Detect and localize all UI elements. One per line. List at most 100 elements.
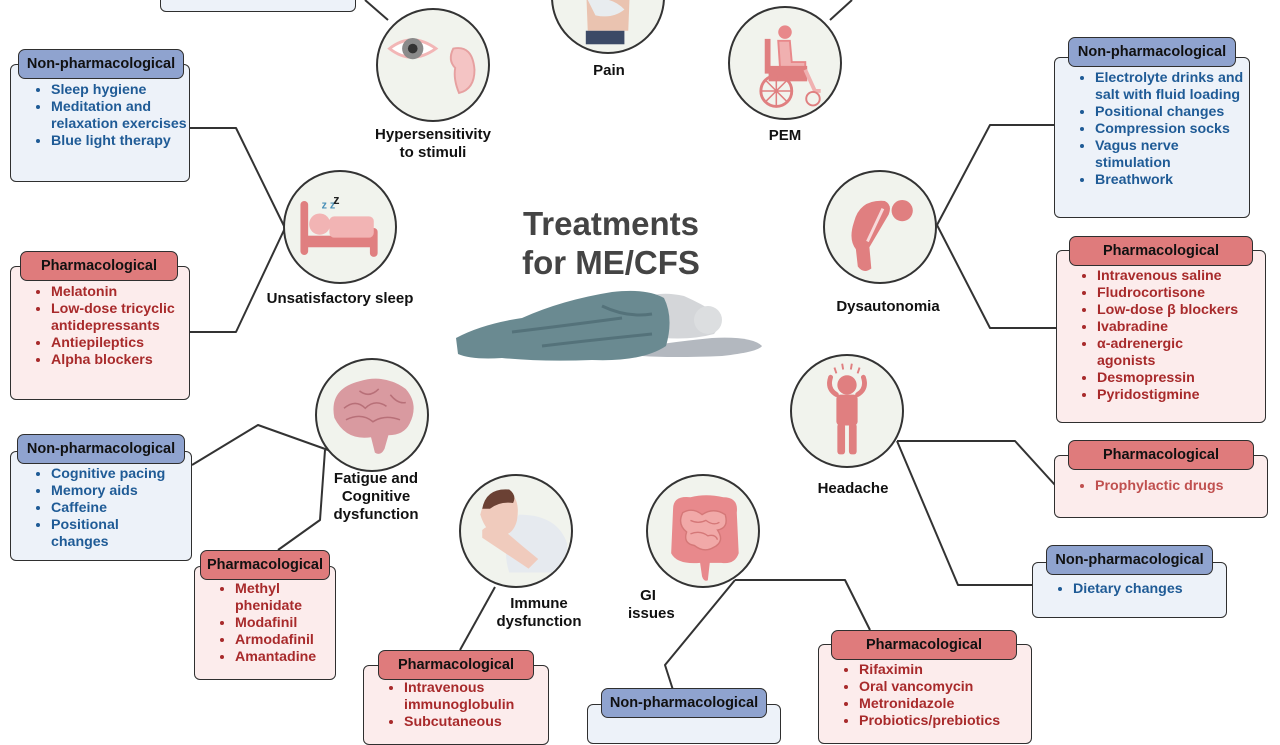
pain-label: Pain — [593, 62, 625, 79]
title-line-2: for ME/CFS — [522, 244, 700, 281]
sleep-pharm-list: Melatonin Low-dose tricyclic antidepress… — [19, 284, 211, 369]
fatigue-pharm-box: Methyl phenidate Modafinil Armodafinil A… — [194, 566, 336, 680]
immune-pharm-list: Intravenous immunoglobulin Subcutaneous — [372, 680, 554, 731]
list-item: Prophylactic drugs — [1095, 478, 1275, 495]
connector-top-box-hypersensitivity — [364, 0, 389, 21]
list-item: Meditation and relaxation exercises — [51, 99, 211, 133]
list-item: Probiotics/prebiotics — [859, 713, 1049, 730]
list-item: Methyl phenidate — [235, 581, 305, 615]
list-item: Vagus nerve stimulation — [1095, 138, 1205, 172]
dys-nonpharm-header: Non-pharmacological — [1068, 37, 1236, 67]
list-item: Dietary changes — [1073, 581, 1243, 598]
list-item: α-adrenergic agonists — [1097, 336, 1207, 370]
gi-pharm-header: Pharmacological — [831, 630, 1017, 660]
top-left-partial-box — [160, 0, 356, 12]
connector-sleep-non — [190, 127, 286, 229]
page-title: Treatments for ME/CFS — [480, 204, 742, 282]
list-item: Compression socks — [1095, 121, 1265, 138]
gi-label: GI issues — [628, 587, 675, 623]
dys-nonpharm-box: Electrolyte drinks and salt with fluid l… — [1054, 57, 1250, 218]
label-line: GI — [640, 587, 656, 604]
dysautonomia-node — [823, 170, 937, 284]
fatigue-nonpharm-header: Non-pharmacological — [17, 434, 185, 464]
gi-nonpharm-header: Non-pharmacological — [601, 688, 767, 718]
list-item: Oral vancomycin — [859, 679, 1049, 696]
connector-gi-pharm — [735, 579, 871, 631]
list-item: Low-dose β blockers — [1097, 302, 1277, 319]
head-pharm-list: Prophylactic drugs — [1063, 478, 1275, 495]
list-item: Positional changes — [1095, 104, 1265, 121]
label-line: Fatigue and — [333, 470, 419, 487]
sleeping-bed-icon: z z z — [300, 193, 378, 257]
connector-head-non — [896, 440, 1032, 586]
label-line: dysfunction — [496, 613, 582, 630]
list-item: Memory aids — [51, 483, 211, 500]
pem-node — [728, 6, 842, 120]
connector-dys-pharm — [936, 224, 1057, 329]
brain-icon — [333, 378, 414, 454]
sleep-node: z z z — [283, 170, 397, 284]
hypersensitivity-label: Hypersensitivity to stimuli — [360, 126, 506, 162]
pem-label: PEM — [768, 127, 802, 144]
connector-sleep-pharm — [190, 227, 286, 333]
list-item: Melatonin — [51, 284, 211, 301]
connector-pem-top — [829, 0, 853, 21]
dysautonomia-label: Dysautonomia — [836, 298, 940, 315]
immune-label: Immune dysfunction — [496, 595, 582, 631]
headache-node — [790, 354, 904, 468]
abdominal-pain-icon — [585, 0, 630, 45]
dys-pharm-header: Pharmacological — [1069, 236, 1253, 266]
label-line: issues — [628, 605, 675, 622]
dys-nonpharm-list: Electrolyte drinks and salt with fluid l… — [1063, 70, 1265, 189]
list-item: Desmopressin — [1097, 370, 1277, 387]
list-item: Intravenous immunoglobulin — [404, 680, 554, 714]
list-item: Subcutaneous — [404, 714, 554, 731]
fatigue-node — [315, 358, 429, 472]
immune-pharm-header: Pharmacological — [378, 650, 534, 680]
list-item: Blue light therapy — [51, 133, 211, 150]
list-item: Cognitive pacing — [51, 466, 211, 483]
sleep-pharm-header: Pharmacological — [20, 251, 178, 281]
connector-fatigue-non — [191, 424, 329, 466]
label-line: Hypersensitivity — [375, 126, 491, 143]
list-item: Rifaximin — [859, 662, 1049, 679]
gi-node — [646, 474, 760, 588]
list-item: Breathwork — [1095, 172, 1265, 189]
list-item: Electrolyte drinks and salt with fluid l… — [1095, 70, 1265, 104]
list-item: Alpha blockers — [51, 352, 211, 369]
headache-label: Headache — [817, 480, 889, 497]
sleep-nonpharm-header: Non-pharmacological — [18, 49, 184, 79]
list-item: Pyridostigmine — [1097, 387, 1277, 404]
sleep-pharm-box: Melatonin Low-dose tricyclic antidepress… — [10, 266, 190, 400]
sleep-nonpharm-box: Sleep hygiene Meditation and relaxation … — [10, 64, 190, 182]
list-item: Fludrocortisone — [1097, 285, 1277, 302]
head-nonpharm-list: Dietary changes — [1041, 581, 1243, 598]
list-item: Ivabradine — [1097, 319, 1277, 336]
label-line: Immune — [510, 595, 568, 612]
sleep-label: Unsatisfactory sleep — [266, 290, 414, 307]
connector-fatigue-pharm — [277, 449, 326, 551]
title-line-1: Treatments — [522, 205, 700, 242]
connector-gi-non — [664, 579, 736, 691]
connector-dys-non — [936, 124, 1055, 226]
fatigue-label: Fatigue and Cognitive dysfunction — [320, 470, 432, 524]
connector-immune-pharm — [459, 586, 496, 651]
list-item: Metronidazole — [859, 696, 1049, 713]
headache-person-icon — [827, 363, 867, 455]
fatigue-nonpharm-list: Cognitive pacing Memory aids Caffeine Po… — [19, 466, 211, 551]
list-item: Intravenous saline — [1097, 268, 1277, 285]
list-item: Low-dose tricyclic antidepressants — [51, 301, 211, 335]
connector-lines — [190, 0, 1057, 691]
list-item: Caffeine — [51, 500, 211, 517]
fatigue-pharm-header: Pharmacological — [200, 550, 330, 580]
list-item: Positional changes — [51, 517, 141, 551]
list-item: Sleep hygiene — [51, 82, 211, 99]
hypersensitivity-node — [376, 8, 490, 122]
pain-node — [551, 0, 665, 54]
eye-ear-icon — [387, 37, 476, 95]
wheelchair-icon — [759, 25, 821, 108]
list-item: Modafinil — [235, 615, 345, 632]
label-line: dysfunction — [333, 506, 419, 523]
immune-node — [459, 474, 573, 588]
label-line: Cognitive — [341, 488, 411, 505]
